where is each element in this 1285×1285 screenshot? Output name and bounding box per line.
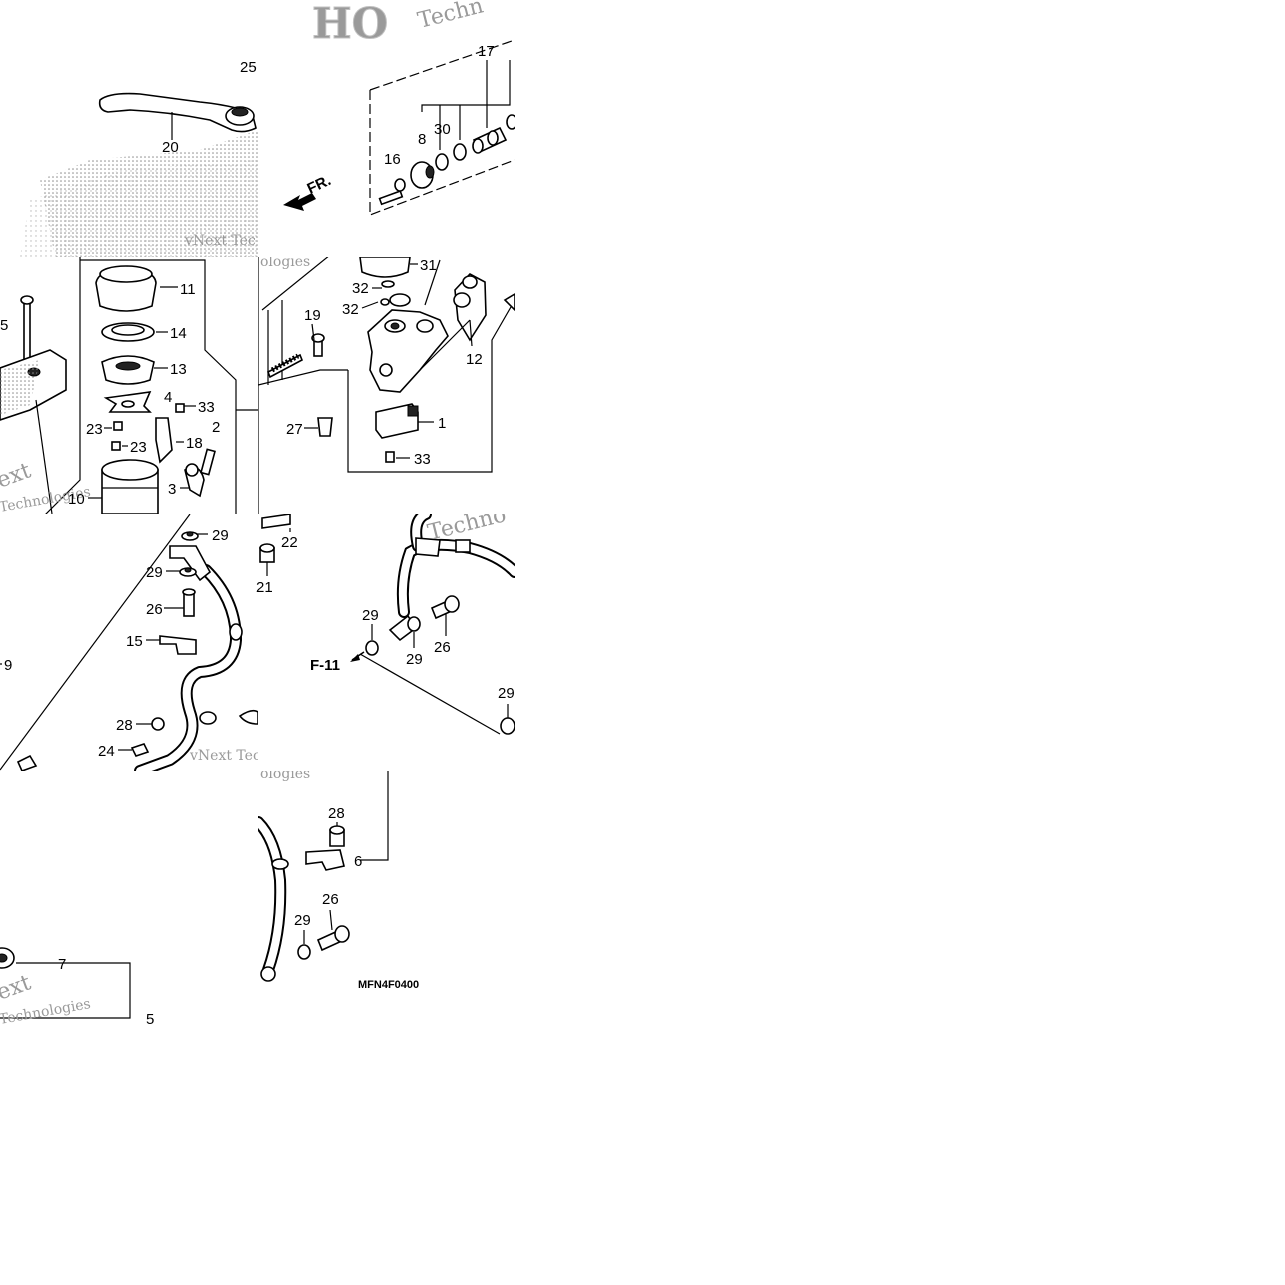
watermark-brand-tl: vNext Tec <box>184 233 256 249</box>
tile-top-left: vNext Tec <box>20 92 258 257</box>
callout-28a: 28 <box>116 717 133 734</box>
callout-29b: 29 <box>146 564 163 581</box>
callout-29a: 29 <box>212 527 229 544</box>
bracket <box>155 417 173 464</box>
tile-lower-right: ologies <box>258 766 389 982</box>
callout-9: 9 <box>4 657 12 674</box>
diagram-code: MFN4F0400 <box>358 979 419 991</box>
brake-lever <box>98 92 257 133</box>
callout-4: 4 <box>164 389 172 406</box>
callout-25: 25 <box>240 59 257 76</box>
master-cylinder-body <box>367 309 449 393</box>
callout-15: 15 <box>126 633 143 650</box>
watermark-ologies-mr: ologies <box>260 254 310 270</box>
callout-16: 16 <box>384 151 401 168</box>
callout-31: 31 <box>420 257 437 274</box>
hose-clamp <box>159 635 197 655</box>
lever-bracket <box>454 273 487 342</box>
front-direction-arrow <box>283 193 316 211</box>
callout-6: 6 <box>354 853 362 870</box>
callout-29d: 29 <box>406 651 423 668</box>
callout-8: 8 <box>418 131 426 148</box>
callout-13: 13 <box>170 361 187 378</box>
callout-1: 1 <box>438 415 446 432</box>
watermark-ext-ml: ext <box>0 458 34 493</box>
callout-20: 20 <box>162 139 179 156</box>
spring <box>266 353 304 379</box>
watermark-brand-bl: vNext Tec <box>189 748 261 764</box>
callout-33a: 33 <box>198 399 215 416</box>
callout-26c: 26 <box>322 891 339 908</box>
watermark-techno-tr: Techn <box>415 0 486 34</box>
callout-17: 17 <box>478 43 495 60</box>
callout-5b: 5 <box>146 1011 154 1028</box>
callout-14: 14 <box>170 325 187 342</box>
spring-pin <box>261 514 291 529</box>
tile-bottom-right: Techno <box>259 514 515 735</box>
callout-27: 27 <box>286 421 303 438</box>
callout-5a: 5 <box>0 317 8 334</box>
tile-top-right: HO Techn FR. <box>283 0 515 216</box>
callout-2: 2 <box>212 419 220 436</box>
callout-11: 11 <box>180 281 196 298</box>
callout-26b: 26 <box>434 639 451 656</box>
page-reference-label: F-11 <box>310 657 340 674</box>
tile-middle-left: ext Technologies <box>0 257 258 514</box>
watermark-honda: HO <box>312 0 388 48</box>
circlip <box>435 153 449 171</box>
callout-29f: 29 <box>294 912 311 929</box>
callout-26a: 26 <box>146 601 163 618</box>
tile-middle-right: ologies <box>258 254 515 514</box>
callout-23b: 23 <box>130 439 147 456</box>
watermark-ext-ll: ext <box>0 970 34 1005</box>
callout-22: 22 <box>281 534 298 551</box>
callout-29e: 29 <box>498 685 515 702</box>
pushrod <box>378 190 404 206</box>
callout-29c: 29 <box>362 607 379 624</box>
hose-guide <box>305 849 345 871</box>
callout-24: 24 <box>98 743 115 760</box>
reservoir-bottom <box>359 257 411 278</box>
front-direction-label: FR. <box>305 172 334 198</box>
tile-bottom-left: vNext Tec <box>0 514 261 771</box>
callout-10: 10 <box>68 491 85 508</box>
callout-7: 7 <box>58 956 66 973</box>
callout-32a: 32 <box>352 280 369 297</box>
watermark-ologies-lr: ologies <box>260 766 310 782</box>
callout-28b: 28 <box>328 805 345 822</box>
leader-lines <box>0 263 509 944</box>
callout-3: 3 <box>168 481 176 498</box>
callout-33b: 33 <box>414 451 431 468</box>
callout-21: 21 <box>256 579 273 596</box>
callout-19: 19 <box>304 307 321 324</box>
callout-32b: 32 <box>342 301 359 318</box>
callout-12: 12 <box>466 351 483 368</box>
callout-18: 18 <box>186 435 203 452</box>
callout-23a: 23 <box>86 421 103 438</box>
callout-30: 30 <box>434 121 451 138</box>
